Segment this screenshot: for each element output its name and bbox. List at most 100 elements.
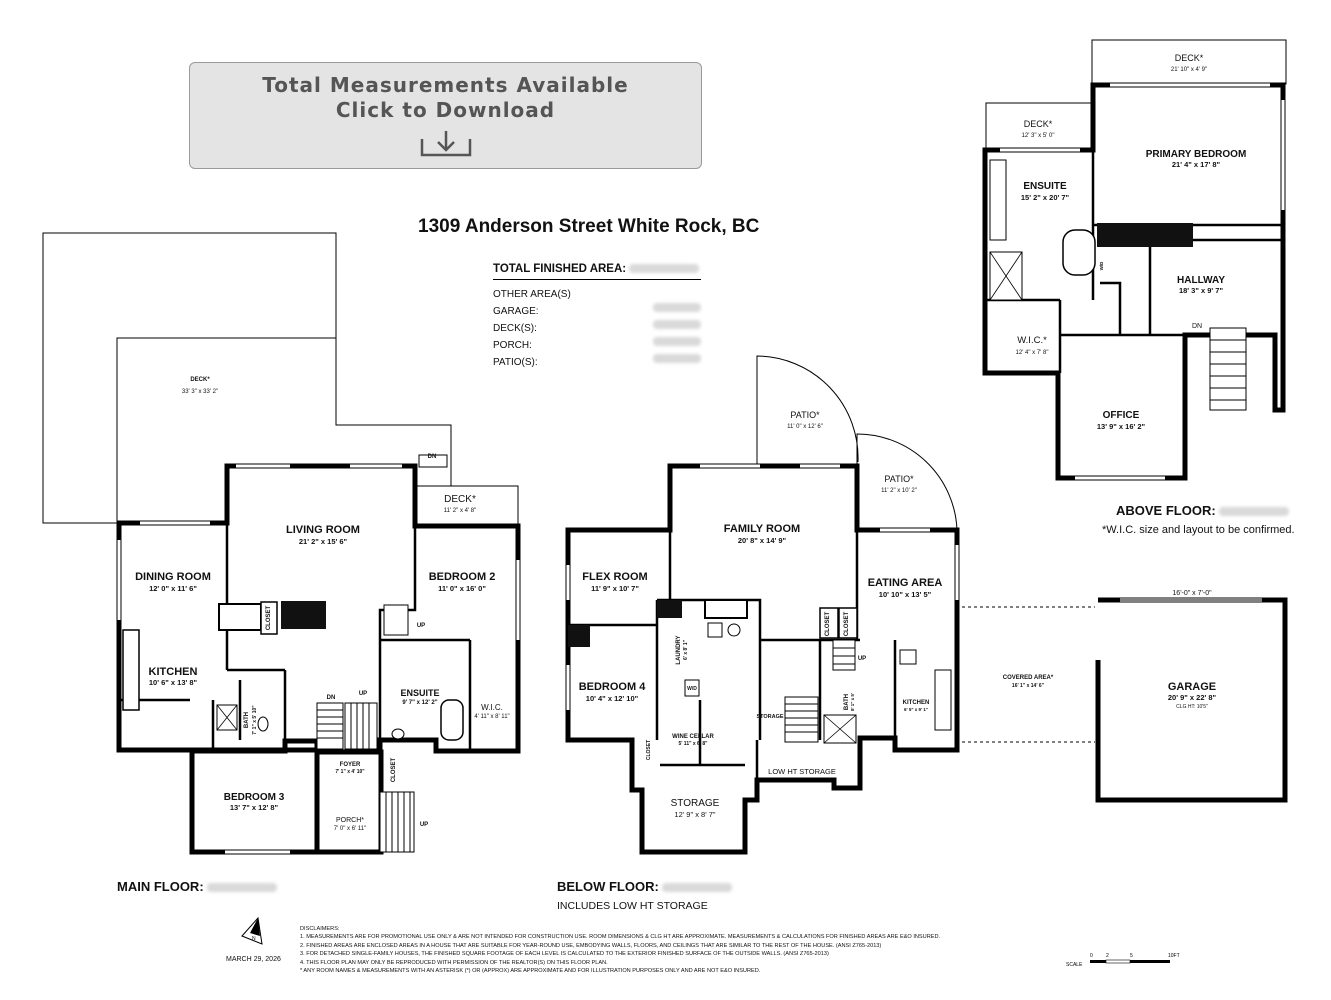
below-appliance [707,622,723,638]
scale-tick-2: 2 [1106,953,1109,959]
total-area-label: TOTAL FINISHED AREA: [493,263,627,275]
family-room-name: FAMILY ROOM [724,523,800,535]
above-wd-label: W/D [1099,261,1104,270]
living-room-name: LIVING ROOM [286,524,360,536]
kitchen-name: KITCHEN [149,666,198,678]
deck-small-name: DECK* [444,494,476,505]
bedroom-2-name: BEDROOM 2 [429,571,496,583]
bedroom-2-dim: 11' 0" x 16' 0" [438,584,486,593]
patio-area-row: PATIO(S): [493,354,701,371]
foyer-name: FOYER [340,762,361,768]
above-wic-name: W.I.C.* [1017,335,1047,346]
deck-big-dim: 33' 3" x 33' 2" [182,389,218,395]
scale-tick-5: 5 [1130,953,1133,959]
garage-dim: 20' 9" x 22' 8" [1168,693,1217,702]
plan-date: MARCH 29, 2026 [226,956,281,963]
disclaimer-line: 2. FINISHED AREAS ARE ENCLOSED AREAS IN … [300,942,882,949]
below-appliance [899,649,917,665]
scale-bar: SCALE 0 2 5 10FT [1066,953,1180,968]
wd-label: W/D [687,686,697,692]
garage-door-size: 16'-0" x 7'-0" [1172,590,1212,597]
above-wic-dim: 12' 4" x 7' 8" [1016,350,1049,356]
storage-dim: 12' 9" x 8' 7" [674,810,715,819]
storage-name: STORAGE [671,798,720,809]
fireplace [281,601,326,629]
above-vanity [989,159,1007,241]
bedroom-4-dim: 10' 4" x 12' 10" [586,694,639,703]
bath-dim: 7' 1" x 5' 10" [252,705,258,735]
redacted-value [1219,507,1290,517]
deck-outline [42,232,452,524]
closet-1-label: CLOSET [646,740,652,760]
below-closet-box [838,607,858,639]
disclaimer-line: 1. MEASUREMENTS ARE FOR PROMOTIONAL USE … [300,934,941,941]
below-dark-block [657,600,682,618]
redacted-value [653,337,701,346]
below-bath-dim: 8' 1" x 5' [850,693,855,711]
patio-area-label: PATIO(S): [493,357,538,368]
bedroom-3-name: BEDROOM 3 [224,792,285,803]
patio-1-dim: 11' 0" x 12' 6" [787,424,823,430]
flex-room-dim: 11' 9" x 10' 7" [591,584,639,593]
below-floor-text: BELOW FLOOR: [557,879,659,894]
redacted-value [662,883,733,893]
above-floor-label: ABOVE FLOOR: [1116,503,1290,518]
above-ensuite-name: ENSUITE [1023,181,1067,192]
wic-note: *W.I.C. size and layout to be confirmed. [1102,524,1295,536]
above-dn-label: DN [1192,323,1202,330]
redacted-value [207,883,278,893]
laundry-name: LAUNDRY [676,635,682,664]
office-name: OFFICE [1103,410,1140,421]
scale-label: SCALE [1066,962,1083,968]
patio-2-outline [856,433,958,531]
dn-label: DN [428,454,437,460]
redacted-value [629,264,700,274]
download-icon [420,131,472,157]
toilet [257,716,269,732]
closet-2-label: CLOSET [825,612,831,637]
below-floor-label: BELOW FLOOR: [557,879,733,894]
above-floor-plan: DECK* 21' 10" x 4' 9" DECK* 12' 3" x 5' … [982,39,1287,481]
other-areas-label: OTHER AREA(S) [493,289,571,300]
bedroom-3-dim: 13' 7" x 12' 8" [230,803,279,812]
disclaimer-line: * ANY ROOM NAMES & MEASUREMENTS WITH AN … [300,968,761,975]
closet-box [260,601,278,635]
disclaimer-line: 4. THIS FLOOR PLAN MAY ONLY BE REPRODUCE… [300,959,608,966]
hallway-dim: 18' 3" x 9' 7" [1179,286,1223,295]
deck-top-dim: 21' 10" x 4' 9" [1171,67,1207,73]
deck-left-name: DECK* [1024,119,1053,129]
up-label-2: UP [417,623,425,629]
main-floor-text: MAIN FLOOR: [117,879,204,894]
primary-bedroom-dim: 21' 4" x 17' 8" [1172,160,1221,169]
garage-name: GARAGE [1168,681,1216,693]
deck-area-row: DECK(S): [493,320,701,337]
below-dark-block [568,625,590,647]
garage-area-label: GARAGE: [493,306,539,317]
up-label: UP [359,691,367,697]
living-room-dim: 21' 2" x 15' 6" [299,537,348,546]
deck-inner-outline [116,337,336,523]
above-floor-text: ABOVE FLOOR: [1116,503,1216,518]
patio-1-outline [756,355,859,466]
area-summary: TOTAL FINISHED AREA: OTHER AREA(S) GARAG… [493,263,701,371]
eating-area-name: EATING AREA [868,577,943,589]
wine-cellar-dim: 5' 11" x 6' 8" [678,741,708,747]
main-floor-label: MAIN FLOOR: [117,879,278,894]
bedroom-4-name: BEDROOM 4 [579,681,647,693]
wine-cellar-name: WINE CELLAR [672,734,714,740]
primary-bedroom-name: PRIMARY BEDROOM [1146,149,1247,160]
patio-2-name: PATIO* [884,474,914,484]
fireplace-hearth [218,603,262,631]
above-stairs [1209,327,1247,411]
download-measurements-button[interactable]: Total Measurements Available Click to Do… [189,62,702,169]
porch-name: PORCH* [336,817,364,824]
north-arrow-icon: N [241,916,263,945]
above-ensuite-dim: 15' 2" x 20' 7" [1021,193,1070,202]
below-stairs [784,639,856,743]
garage-ceiling: CLG HT: 10'5" [1176,704,1208,710]
bath-name: BATH [244,712,250,728]
wic-dim: 4' 11" x 8' 11" [474,714,509,720]
porch-area-row: PORCH: [493,337,701,354]
closet-b-label: CLOSET [391,758,397,783]
